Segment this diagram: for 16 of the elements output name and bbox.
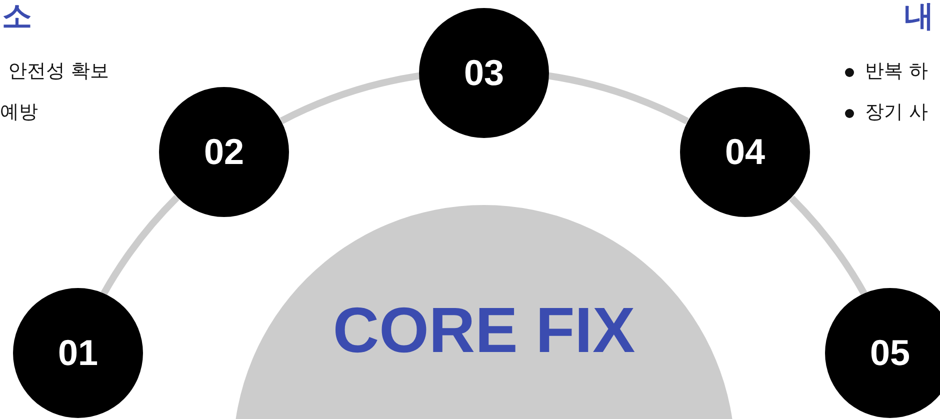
arc-connector xyxy=(789,196,868,296)
section-heading: 소 xyxy=(2,0,32,36)
core-title: CORE FIX xyxy=(332,293,636,367)
step-circle: 01 xyxy=(13,288,143,418)
bullet-text: 예방 xyxy=(0,100,38,125)
arc-connector xyxy=(280,72,420,124)
bullet-text: 장기 사 xyxy=(865,100,928,125)
arc-connector xyxy=(100,195,180,296)
step-circle: 04 xyxy=(680,87,810,217)
bullet-text: 반복 하 xyxy=(865,59,928,84)
section-heading: 내 xyxy=(904,0,934,36)
step-circle: 02 xyxy=(159,87,289,217)
arc-connector xyxy=(548,72,689,124)
step-circle: 03 xyxy=(419,8,549,138)
bullet-text: 안전성 확보 xyxy=(8,59,110,84)
step-circle: 05 xyxy=(825,288,940,418)
